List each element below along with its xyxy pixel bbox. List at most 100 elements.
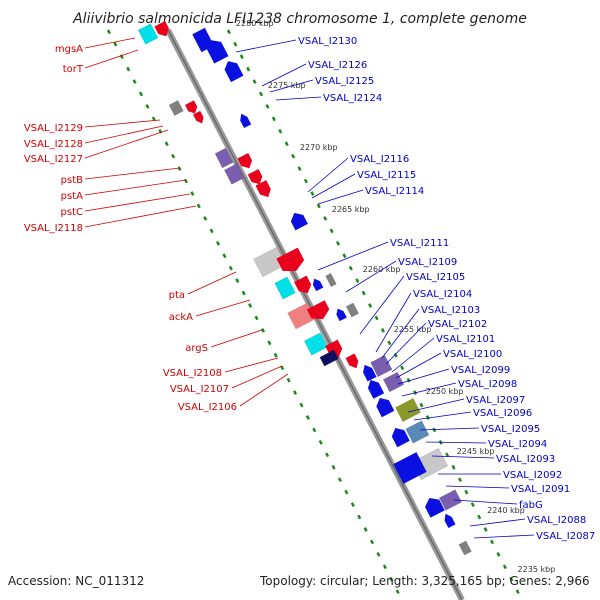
leader-line-right xyxy=(395,352,442,379)
gene-label-right: VSAL_I2116 xyxy=(350,154,409,165)
gene-block xyxy=(382,371,405,393)
gene-feature xyxy=(290,212,308,231)
leader-line-left xyxy=(84,129,169,159)
gene-arrow xyxy=(237,153,253,169)
leader-line-right xyxy=(413,411,472,421)
leader-line-left xyxy=(84,179,187,196)
gene-label-right: VSAL_I2091 xyxy=(511,484,570,495)
gene-label-right: VSAL_I2111 xyxy=(390,238,449,249)
gene-feature xyxy=(458,540,472,556)
gene-label-left: pstC xyxy=(61,207,83,218)
gene-label-left: pta xyxy=(169,290,185,301)
gene-arrow xyxy=(276,247,305,272)
gene-feature xyxy=(382,371,405,393)
gene-feature xyxy=(303,332,328,356)
kbp-tick-label: 2240 kbp xyxy=(487,506,525,515)
leader-line-left xyxy=(195,299,251,317)
gene-feature xyxy=(206,40,229,64)
gene-arrow xyxy=(306,300,330,320)
gene-feature xyxy=(154,21,169,37)
gene-feature xyxy=(294,275,312,294)
gene-block xyxy=(168,100,184,116)
gene-features xyxy=(137,21,472,556)
gene-arrow xyxy=(193,110,204,124)
gene-arrow xyxy=(345,353,359,369)
gene-label-right: VSAL_I2124 xyxy=(323,93,382,104)
gene-feature xyxy=(367,380,385,399)
gene-feature xyxy=(255,180,271,198)
leader-line-right xyxy=(425,441,487,444)
label-leader-lines xyxy=(84,37,535,539)
leader-line-right xyxy=(235,39,297,53)
gene-feature xyxy=(395,397,421,423)
gene-feature xyxy=(224,163,245,185)
gene-label-right: VSAL_I2099 xyxy=(451,365,510,376)
gene-label-left: torT xyxy=(63,64,84,75)
leader-line-right xyxy=(317,189,364,205)
leader-line-right xyxy=(453,499,518,505)
gene-label-left: VSAL_I2107 xyxy=(170,384,229,395)
gene-label-right: VSAL_I2087 xyxy=(536,531,595,542)
outer-tick-track xyxy=(226,29,524,600)
leader-line-right xyxy=(391,337,435,373)
gene-label-left: mgsA xyxy=(55,44,83,55)
gene-feature xyxy=(345,302,360,318)
leader-line-left xyxy=(84,37,136,49)
gene-block xyxy=(224,163,245,185)
gene-feature xyxy=(345,353,359,369)
gene-arrow xyxy=(312,278,324,292)
gene-block xyxy=(392,451,427,485)
gene-feature xyxy=(370,354,393,378)
gene-arrow xyxy=(425,498,445,518)
leader-line-right xyxy=(375,292,412,353)
gene-label-right: VSAL_I2093 xyxy=(496,454,555,465)
gene-block xyxy=(405,420,430,444)
leader-line-left xyxy=(187,271,237,295)
leader-line-right xyxy=(345,260,397,293)
gene-block xyxy=(325,272,337,288)
leader-line-left xyxy=(210,329,263,348)
gene-block xyxy=(137,23,159,45)
gene-arrow xyxy=(391,428,410,448)
gene-feature xyxy=(363,364,377,382)
kbp-tick-label: 2265 kbp xyxy=(332,205,370,214)
leader-line-left xyxy=(224,357,279,373)
gene-label-left: VSAL_I2128 xyxy=(24,139,83,150)
map-title: Aliivibrio salmonicida LFI1238 chromosom… xyxy=(72,11,527,27)
kbp-tick-label: 2250 kbp xyxy=(426,387,464,396)
gene-label-right: VSAL_I2094 xyxy=(488,439,547,450)
kbp-tick-label: 2235 kbp xyxy=(518,565,556,574)
gene-arrow xyxy=(376,398,395,418)
gene-label-right: fabG xyxy=(519,500,543,511)
gene-label-right: VSAL_I2125 xyxy=(315,76,374,87)
gene-label-right: VSAL_I2095 xyxy=(481,424,540,435)
gene-label-left: VSAL_I2127 xyxy=(24,154,83,165)
gene-block xyxy=(458,540,472,556)
gene-block xyxy=(438,489,462,511)
gene-feature xyxy=(276,247,305,272)
gene-arrow xyxy=(206,40,229,64)
gene-label-left: argS xyxy=(185,343,208,354)
gene-label-right: VSAL_I2102 xyxy=(428,319,487,330)
gene-arrow xyxy=(363,364,377,382)
accession-text: Accession: NC_011312 xyxy=(8,574,145,588)
gene-feature xyxy=(319,349,339,367)
leader-line-left xyxy=(84,49,139,69)
gene-label-right: VSAL_I2096 xyxy=(473,408,532,419)
gene-feature xyxy=(336,308,347,322)
gene-feature xyxy=(193,110,204,124)
gene-arrow xyxy=(444,513,456,529)
leader-line-right xyxy=(317,241,389,271)
gene-feature xyxy=(237,153,253,169)
gene-feature xyxy=(444,513,456,529)
gene-arrow xyxy=(367,380,385,399)
gene-block xyxy=(395,397,421,423)
leader-line-right xyxy=(261,63,307,87)
gene-label-left: pstA xyxy=(61,191,83,202)
gene-arrow xyxy=(290,212,308,231)
gene-label-left: VSAL_I2106 xyxy=(178,402,237,413)
gene-label-right: VSAL_I2114 xyxy=(365,186,424,197)
gene-label-right: VSAL_I2130 xyxy=(298,36,357,47)
gene-block xyxy=(345,302,360,318)
leader-line-right xyxy=(359,275,405,335)
